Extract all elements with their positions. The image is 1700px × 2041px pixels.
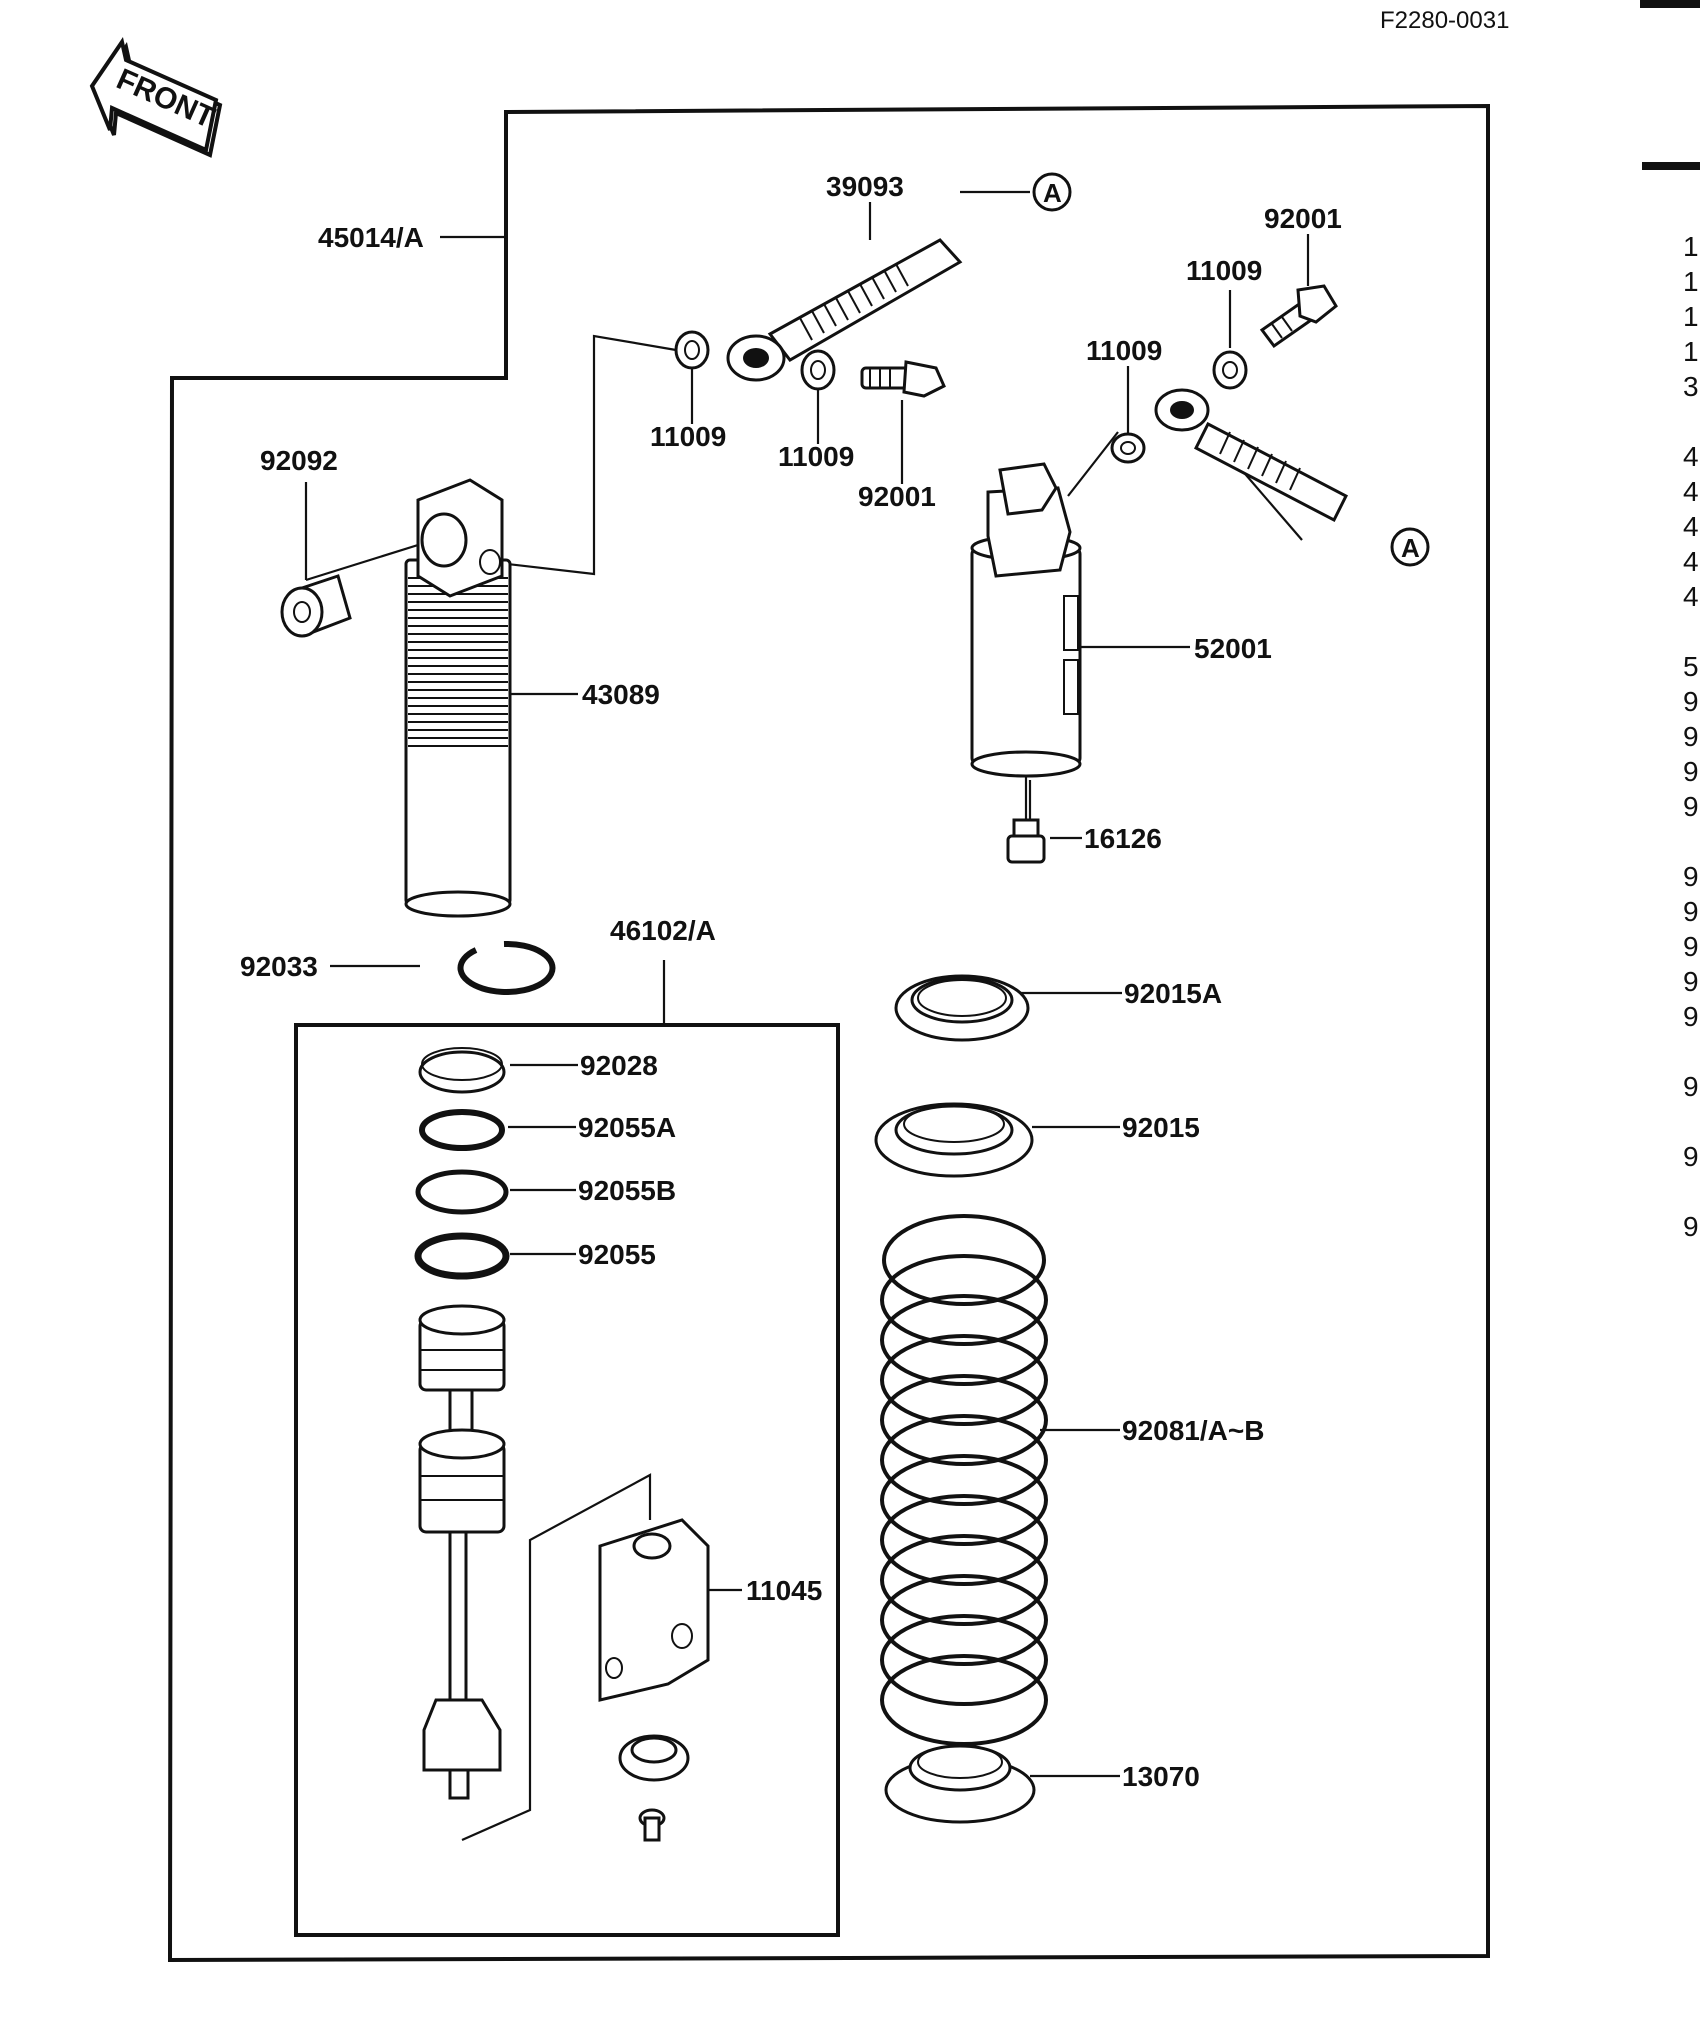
label-45014a: 45014/A (318, 222, 424, 253)
edge-char: 1 (1683, 336, 1699, 367)
washer-11009-c (1212, 350, 1248, 390)
label-92015a: 92015A (1124, 978, 1222, 1009)
edge-char: 4 (1683, 546, 1699, 577)
washer-11009-b (800, 349, 836, 391)
edge-char: 9 (1683, 1071, 1699, 1102)
label-11009-b: 11009 (778, 441, 854, 472)
hose-fitting-right (1154, 388, 1349, 523)
label-43089: 43089 (582, 679, 660, 710)
label-92055a: 92055A (578, 1112, 676, 1143)
callout-letter: A (1401, 533, 1420, 563)
edge-char: 1 (1683, 301, 1699, 332)
edge-char: 9 (1683, 686, 1699, 717)
edge-char: 9 (1683, 721, 1699, 752)
banjo-bolt-92001-mid (860, 360, 946, 398)
clevis-11045 (598, 1518, 710, 1702)
washer-11009-d (1110, 432, 1146, 464)
label-92033: 92033 (240, 951, 318, 982)
edge-char: 3 (1683, 371, 1699, 402)
label-16126: 16126 (1084, 823, 1162, 854)
edge-char: 9 (1683, 931, 1699, 962)
label-92081: 92081/A~B (1122, 1415, 1264, 1446)
label-92055b: 92055B (578, 1175, 676, 1206)
inner-assembly-frame (294, 1023, 840, 1937)
nut-92015 (874, 1102, 1034, 1178)
lock-nut-92015a (894, 974, 1030, 1042)
spring-seat-13070 (884, 1744, 1036, 1824)
edge-char: 4 (1683, 441, 1699, 472)
label-92001-mid: 92001 (858, 481, 936, 512)
hose-fitting-left (726, 238, 963, 382)
oring-92055b (415, 1169, 509, 1215)
circlip-92033 (457, 940, 556, 995)
adjuster-screw (638, 1808, 666, 1842)
label-11045: 11045 (746, 1575, 822, 1606)
edge-char: 4 (1683, 511, 1699, 542)
valve-16126 (1006, 776, 1046, 864)
callout-a-top: A (1032, 172, 1072, 212)
assembly-frame (167, 103, 1490, 1963)
reservoir-52001 (970, 462, 1082, 778)
label-92092: 92092 (260, 445, 338, 476)
edge-char: 1 (1683, 266, 1699, 297)
label-39093: 39093 (826, 171, 904, 202)
label-11009-a: 11009 (650, 421, 726, 452)
edge-char: 9 (1683, 861, 1699, 892)
edge-char: 9 (1683, 966, 1699, 997)
edge-char: 9 (1683, 1211, 1699, 1242)
banjo-bolt-92001-top (1259, 284, 1338, 349)
edge-char: 9 (1683, 791, 1699, 822)
label-92015: 92015 (1122, 1112, 1200, 1143)
edge-char: 5 (1683, 651, 1699, 682)
leader-lines (304, 190, 1310, 1842)
label-92055: 92055 (578, 1239, 656, 1270)
bushing-92092 (280, 574, 352, 638)
label-92001-top: 92001 (1264, 203, 1342, 234)
label-46102a: 46102/A (610, 915, 716, 946)
label-11009-top: 11009 (1186, 255, 1262, 286)
label-11009-mid: 11009 (1086, 335, 1162, 366)
piston-rod-assembly (418, 1304, 506, 1800)
callout-a-right: A (1390, 527, 1430, 567)
edge-char: 9 (1683, 756, 1699, 787)
front-arrow: FRONT (89, 37, 223, 158)
callout-letter: A (1043, 178, 1062, 208)
oring-92055a (419, 1109, 505, 1151)
edge-char: 9 (1683, 896, 1699, 927)
oring-92055 (414, 1232, 510, 1280)
label-52001: 52001 (1194, 633, 1272, 664)
label-13070: 13070 (1122, 1761, 1200, 1792)
figure-code: F2280-0031 (1380, 7, 1509, 34)
washer-11009-a (674, 330, 710, 370)
edge-char: 1 (1683, 231, 1699, 262)
shock-body-43089 (404, 478, 512, 918)
adjuster-nut (618, 1734, 690, 1782)
spring-92081 (880, 1214, 1048, 1746)
edge-char: 4 (1683, 476, 1699, 507)
edge-char: 4 (1683, 581, 1699, 612)
seal-92028 (418, 1047, 506, 1094)
label-92028: 92028 (580, 1050, 658, 1081)
right-edge-column: 1 1 1 1 3 4 4 4 4 4 5 9 9 9 9 9 9 9 9 9 … (1683, 231, 1699, 1242)
edge-mark-top (1640, 0, 1700, 8)
edge-char: 9 (1683, 1001, 1699, 1032)
edge-char: 9 (1683, 1141, 1699, 1172)
edge-mark-bar (1642, 162, 1700, 170)
